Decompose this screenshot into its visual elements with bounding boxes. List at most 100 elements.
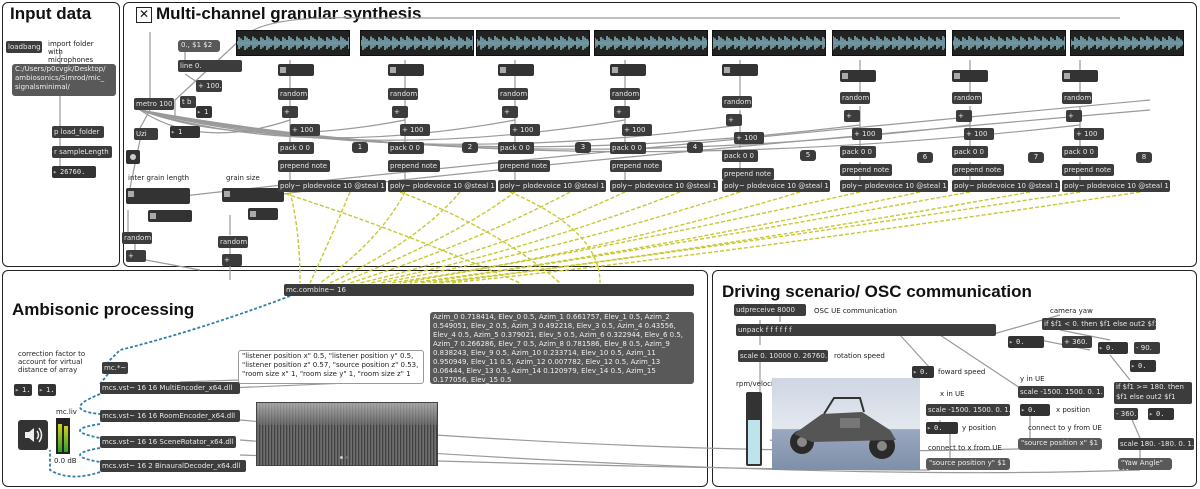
toggle-button[interactable]: [126, 150, 140, 164]
source-position-x-message[interactable]: "source position x" $1: [1018, 438, 1102, 450]
pack-object-2[interactable]: pack 0 0: [388, 142, 424, 154]
pack-object-3[interactable]: pack 0 0: [498, 142, 534, 154]
playback-slider-4[interactable]: [610, 64, 646, 76]
plus-100-object-8[interactable]: + 100: [1074, 128, 1104, 140]
line-object[interactable]: line 0.: [178, 60, 242, 72]
plus-object-7[interactable]: +: [956, 110, 972, 122]
prepend-note-object-6[interactable]: prepend note: [840, 164, 892, 176]
p-load-folder-object[interactable]: p load_folder: [52, 126, 104, 138]
rpm-velocity-slider[interactable]: [746, 392, 762, 466]
unpack-object[interactable]: unpack f f f f f f: [736, 324, 996, 336]
r-sample-length-object[interactable]: r sampleLength: [52, 146, 112, 158]
playback-slider-5[interactable]: [722, 64, 758, 76]
plus-object-1[interactable]: +: [282, 106, 298, 118]
x-position-number[interactable]: 0.: [1020, 404, 1050, 416]
if-yaw-negative-object[interactable]: if $f1 < 0. then $f1 else out2 $f1: [1042, 318, 1156, 330]
playback-slider-1[interactable]: [278, 64, 314, 76]
plus-inter-grain-object[interactable]: +: [126, 250, 146, 262]
scene-rotator-object[interactable]: mcs.vst~ 16 16 SceneRotator_x64.dll: [100, 436, 236, 448]
plus-object-3[interactable]: +: [502, 106, 518, 118]
minus-360-object[interactable]: - 360.: [1114, 408, 1138, 420]
scale-y-object[interactable]: scale -1500. 1500. 0. 1.: [1018, 386, 1104, 398]
plus-100-object-2[interactable]: + 100: [400, 124, 430, 136]
plus-object-4[interactable]: +: [614, 106, 630, 118]
playback-slider-6[interactable]: [840, 70, 876, 82]
channel-number-7[interactable]: 7: [1028, 152, 1044, 163]
random-grain-size-object[interactable]: random: [218, 236, 248, 248]
correction-number[interactable]: 1.: [14, 384, 32, 396]
playback-slider-3[interactable]: [498, 64, 534, 76]
pack-object-7[interactable]: pack 0 0: [952, 146, 988, 158]
plus-100-object-5[interactable]: + 100: [734, 132, 764, 144]
sample-length-number[interactable]: 26760.: [52, 166, 96, 178]
pack-object-6[interactable]: pack 0 0: [840, 146, 876, 158]
binaural-decoder-object[interactable]: mcs.vst~ 16 2 BinauralDecoder_x64.dll: [100, 460, 246, 472]
waveform-buffer-1[interactable]: [236, 30, 350, 56]
pack-object-1[interactable]: pack 0 0: [278, 142, 314, 154]
listener-position-message[interactable]: "listener position x" 0.5, "listener pos…: [238, 350, 424, 384]
channel-number-4[interactable]: 4: [687, 142, 703, 153]
plus-object-6[interactable]: +: [844, 110, 860, 122]
random-object-4[interactable]: random: [610, 88, 640, 100]
multi-encoder-object[interactable]: mcs.vst~ 16 16 MultiEncoder_x64.dll: [100, 382, 240, 394]
plus-360-object[interactable]: + 360.: [1062, 336, 1092, 348]
pack-object-4[interactable]: pack 0 0: [610, 142, 646, 154]
pack-list-message[interactable]: 0., $1 $2: [178, 40, 220, 52]
uzi-object[interactable]: Uzi: [134, 128, 158, 140]
waveform-buffer-3[interactable]: [476, 30, 590, 56]
plus-100-object-3[interactable]: + 100: [510, 124, 540, 136]
poly-voice-object-1[interactable]: poly~ plodevoice 10 @steal 1: [278, 180, 386, 192]
plus-100-object-6[interactable]: + 100: [852, 128, 882, 140]
scale-speed-object[interactable]: scale 0. 10000 0. 26760.: [738, 350, 828, 362]
azimuth-elevation-message[interactable]: Azim_0 0.718414, Elev_0 0.5, Azim_1 0.66…: [430, 312, 694, 384]
plus-object-2[interactable]: +: [392, 106, 408, 118]
poly-voice-object-2[interactable]: poly~ plodevoice 10 @steal 1: [388, 180, 496, 192]
scale-yaw-object[interactable]: scale 180. -180. 0. 1.: [1118, 438, 1194, 450]
close-icon[interactable]: ✕: [136, 7, 152, 23]
carousel-dots[interactable]: [340, 456, 354, 460]
waveform-buffer-8[interactable]: [1070, 30, 1184, 56]
poly-voice-object-3[interactable]: poly~ plodevoice 10 @steal 1: [498, 180, 606, 192]
prepend-note-object-5[interactable]: prepend note: [722, 168, 774, 180]
prepend-note-object-2[interactable]: prepend note: [388, 160, 440, 172]
number-one-box[interactable]: 1: [196, 106, 212, 118]
plus-grain-size-object[interactable]: +: [222, 254, 242, 266]
prepend-note-object-3[interactable]: prepend note: [498, 160, 550, 172]
udpreceive-object[interactable]: udpreceive 8000: [734, 304, 806, 316]
waveform-buffer-7[interactable]: [952, 30, 1066, 56]
waveform-buffer-6[interactable]: [832, 30, 946, 56]
pack-object-8[interactable]: pack 0 0: [1062, 146, 1098, 158]
channel-number-3[interactable]: 3: [575, 142, 591, 153]
uzi-count-box[interactable]: 1: [170, 126, 200, 138]
plus-100-object-4[interactable]: + 100: [622, 124, 652, 136]
plus-100-object-1[interactable]: + 100: [290, 124, 320, 136]
prepend-note-object-4[interactable]: prepend note: [610, 160, 662, 172]
poly-voice-object-8[interactable]: poly~ plodevoice 10 @steal 1: [1062, 180, 1170, 192]
grain-size-range[interactable]: [248, 208, 278, 220]
prepend-note-object-1[interactable]: prepend note: [278, 160, 330, 172]
if-yaw-180-object[interactable]: if $f1 >= 180. then $f1 else out2 $f1: [1114, 382, 1192, 404]
tb-object[interactable]: t b: [180, 96, 196, 108]
random-object-2[interactable]: random: [388, 88, 418, 100]
plus-100-object-7[interactable]: + 100: [964, 128, 994, 140]
poly-voice-object-5[interactable]: poly~ plodevoice 10 @steal 1: [722, 180, 830, 192]
grain-size-slider[interactable]: [222, 188, 284, 202]
metro-object[interactable]: metro 100: [134, 98, 174, 110]
waveform-buffer-4[interactable]: [594, 30, 708, 56]
forward-speed-number[interactable]: 0.: [912, 366, 934, 378]
playback-slider-2[interactable]: [388, 64, 424, 76]
random-object-1[interactable]: random: [278, 88, 308, 100]
poly-voice-object-6[interactable]: poly~ plodevoice 10 @steal 1: [840, 180, 948, 192]
playback-slider-8[interactable]: [1062, 70, 1098, 82]
room-encoder-object[interactable]: mcs.vst~ 16 16 RoomEncoder_x64.dll: [100, 410, 240, 422]
random-inter-grain-object[interactable]: random: [122, 232, 152, 244]
channel-number-6[interactable]: 6: [917, 152, 933, 163]
scale-x-object[interactable]: scale -1500. 1500. 0. 1.: [926, 404, 1010, 416]
yaw-number-2[interactable]: 0.: [1098, 342, 1128, 354]
prepend-note-object-8[interactable]: prepend note: [1062, 164, 1114, 176]
loadbang-object[interactable]: loadbang: [6, 41, 42, 53]
mc-multiply-object[interactable]: mc.*~: [102, 362, 128, 374]
waveform-buffer-5[interactable]: [712, 30, 826, 56]
plus-object-5[interactable]: +: [726, 114, 742, 126]
inter-grain-range[interactable]: [148, 210, 192, 222]
